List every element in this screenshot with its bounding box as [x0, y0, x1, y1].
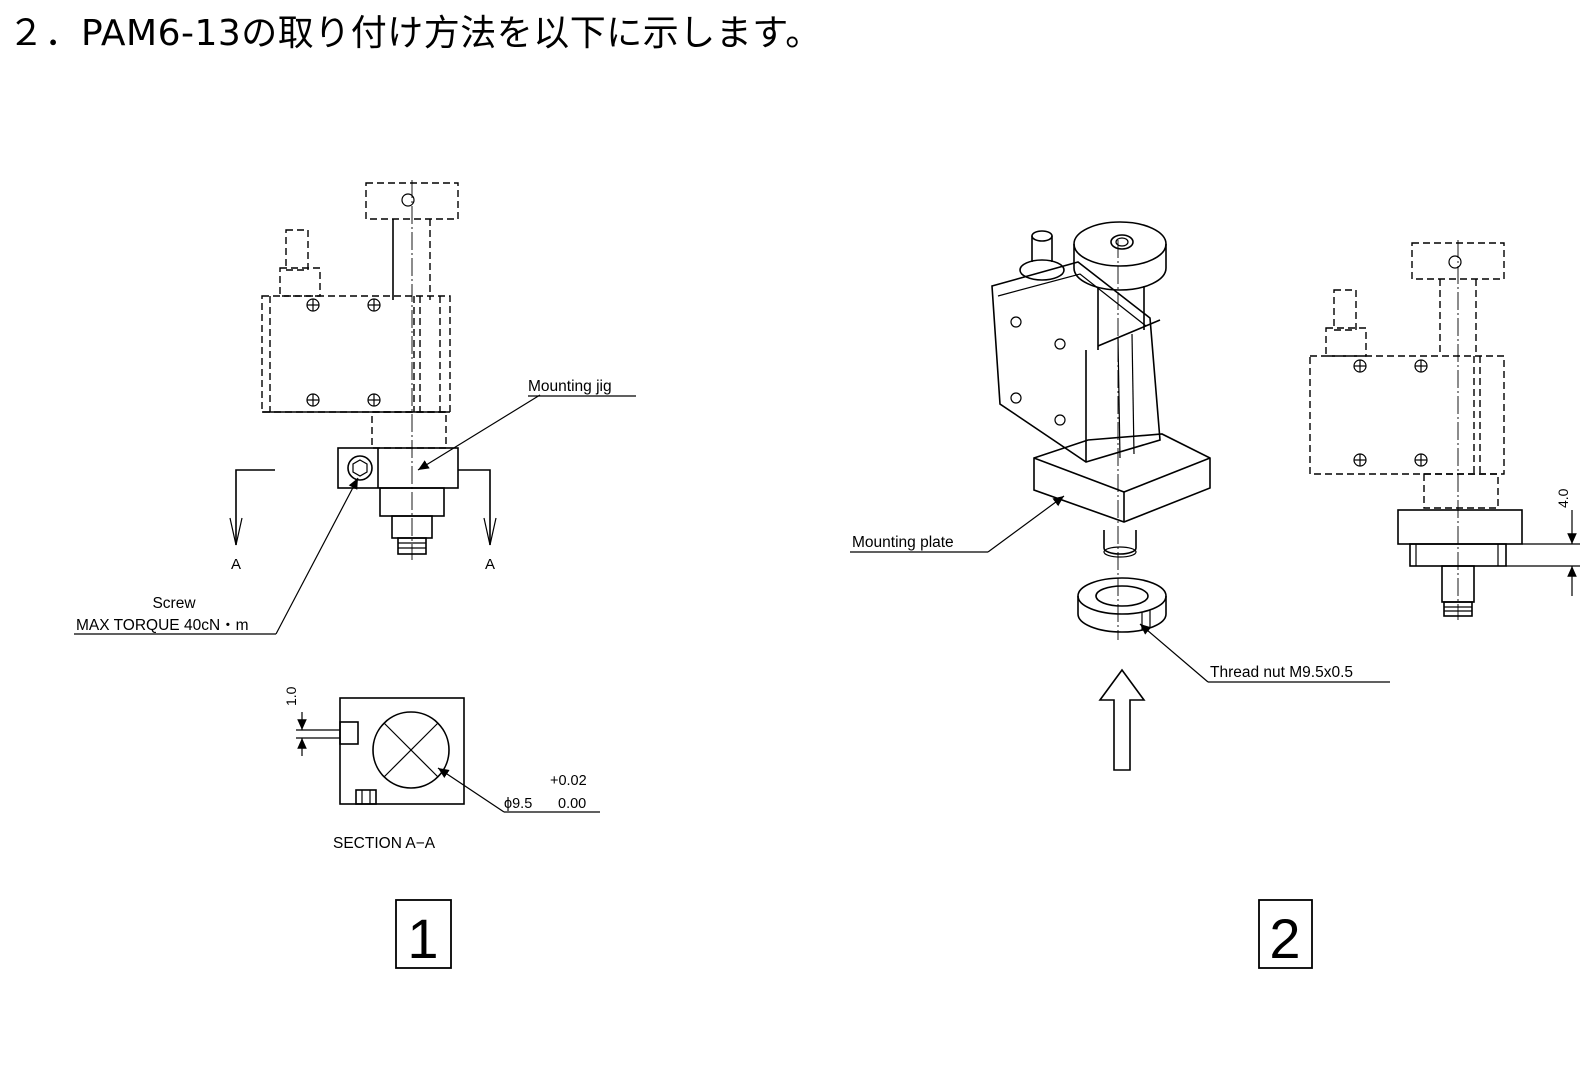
- actuator-body: [261, 295, 451, 413]
- step-box-1: [395, 899, 452, 969]
- dia-label: ϕ9.5: [504, 796, 532, 812]
- step-box-2: [1258, 899, 1313, 969]
- section-mark-right: A: [485, 556, 495, 573]
- section-mark-left: A: [231, 556, 241, 573]
- iso-thread-nut: [1077, 577, 1167, 615]
- section-a-a-label: SECTION A−A: [333, 835, 436, 852]
- dim-4-0: 4.0: [1555, 488, 1571, 508]
- iso-mounting-plate: [1033, 433, 1211, 523]
- figure1-front-view: [74, 180, 636, 635]
- screw-label: Screw: [152, 595, 196, 612]
- mounting-plate-label: Mounting plate: [852, 534, 954, 551]
- section-a-a-view: [296, 697, 600, 813]
- dim-1-0: 1.0: [283, 686, 299, 706]
- body-screws: [306, 298, 381, 407]
- thread-nut-label: Thread nut M9.5x0.5: [1210, 664, 1353, 681]
- mounting-jig-label: Mounting jig: [528, 378, 612, 395]
- push-up-arrow: [1098, 668, 1146, 771]
- torque-label: MAX TORQUE 40cN・m: [76, 617, 249, 634]
- dia-lower-tol: 0.00: [558, 796, 586, 812]
- page-title: ２．PAM6-13の取り付け方法を以下に示します。: [8, 13, 822, 54]
- step-number-1: 1: [407, 907, 438, 970]
- iso-body: [991, 261, 1161, 463]
- figure2-isometric-view: [850, 221, 1390, 771]
- dia-upper-tol: +0.02: [550, 773, 587, 789]
- step-number-2: 2: [1269, 907, 1300, 970]
- figure2-front-view: [1309, 240, 1580, 620]
